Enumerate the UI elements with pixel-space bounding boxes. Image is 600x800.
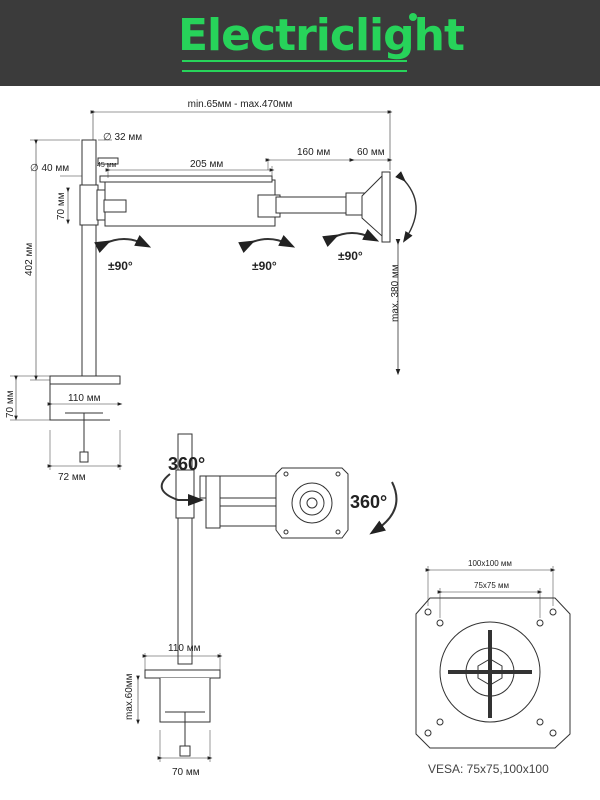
pole bbox=[81, 139, 97, 381]
header-bar: Electriclight bbox=[0, 0, 600, 86]
vesa-plate-side bbox=[361, 174, 383, 238]
label-base110: 110 мм bbox=[168, 643, 201, 654]
label-tilt90-3: ±90° bbox=[338, 249, 363, 263]
front-view-diagram bbox=[136, 433, 398, 762]
label-max380: max. 380 мм bbox=[390, 264, 401, 322]
pole-collar bbox=[79, 184, 99, 226]
label-tilt90-1: ±90° bbox=[108, 259, 133, 273]
swivel-icon bbox=[94, 229, 380, 253]
label-dim402: 402 мм bbox=[24, 243, 35, 276]
label-arm-range: min.65мм - max.470мм bbox=[188, 99, 293, 110]
label-base-max60: max.60мм bbox=[124, 673, 135, 720]
label-dim205: 205 мм bbox=[190, 159, 223, 170]
label-rotate360-plate: 360° bbox=[350, 492, 387, 512]
upper-arm bbox=[275, 196, 349, 214]
label-base70: 70 мм bbox=[172, 767, 200, 778]
logo-dot-icon bbox=[409, 13, 417, 21]
side-view-diagram bbox=[10, 110, 417, 470]
logo-underline bbox=[182, 60, 407, 72]
label-pole-d32: ∅ 32 мм bbox=[103, 132, 142, 143]
desk-clamp bbox=[49, 375, 121, 385]
vesa-plate-diagram bbox=[415, 566, 571, 749]
vesa-plate-front bbox=[275, 467, 349, 539]
label-pole-d40: ∅ 40 мм bbox=[30, 163, 69, 174]
label-dim160: 160 мм bbox=[297, 147, 330, 158]
label-vesa75: 75x75 мм bbox=[474, 581, 509, 590]
label-tilt90-2: ±90° bbox=[252, 259, 277, 273]
label-dim60: 60 мм bbox=[357, 147, 385, 158]
label-clamp110: 110 мм bbox=[68, 393, 101, 404]
lower-arm bbox=[104, 179, 276, 227]
label-rotate360-pole: 360° bbox=[168, 454, 205, 474]
label-vesa100: 100x100 мм bbox=[468, 559, 512, 568]
label-clamp72: 72 мм bbox=[58, 472, 86, 483]
label-dim70: 70 мм bbox=[56, 192, 67, 220]
label-clamp70: 70 мм bbox=[5, 390, 16, 418]
label-dim45: 45 мм bbox=[97, 162, 117, 169]
base-clamp bbox=[144, 669, 221, 679]
brand-logo: Electriclight bbox=[178, 10, 465, 61]
vesa-caption: VESA: 75x75,100x100 bbox=[428, 762, 549, 776]
